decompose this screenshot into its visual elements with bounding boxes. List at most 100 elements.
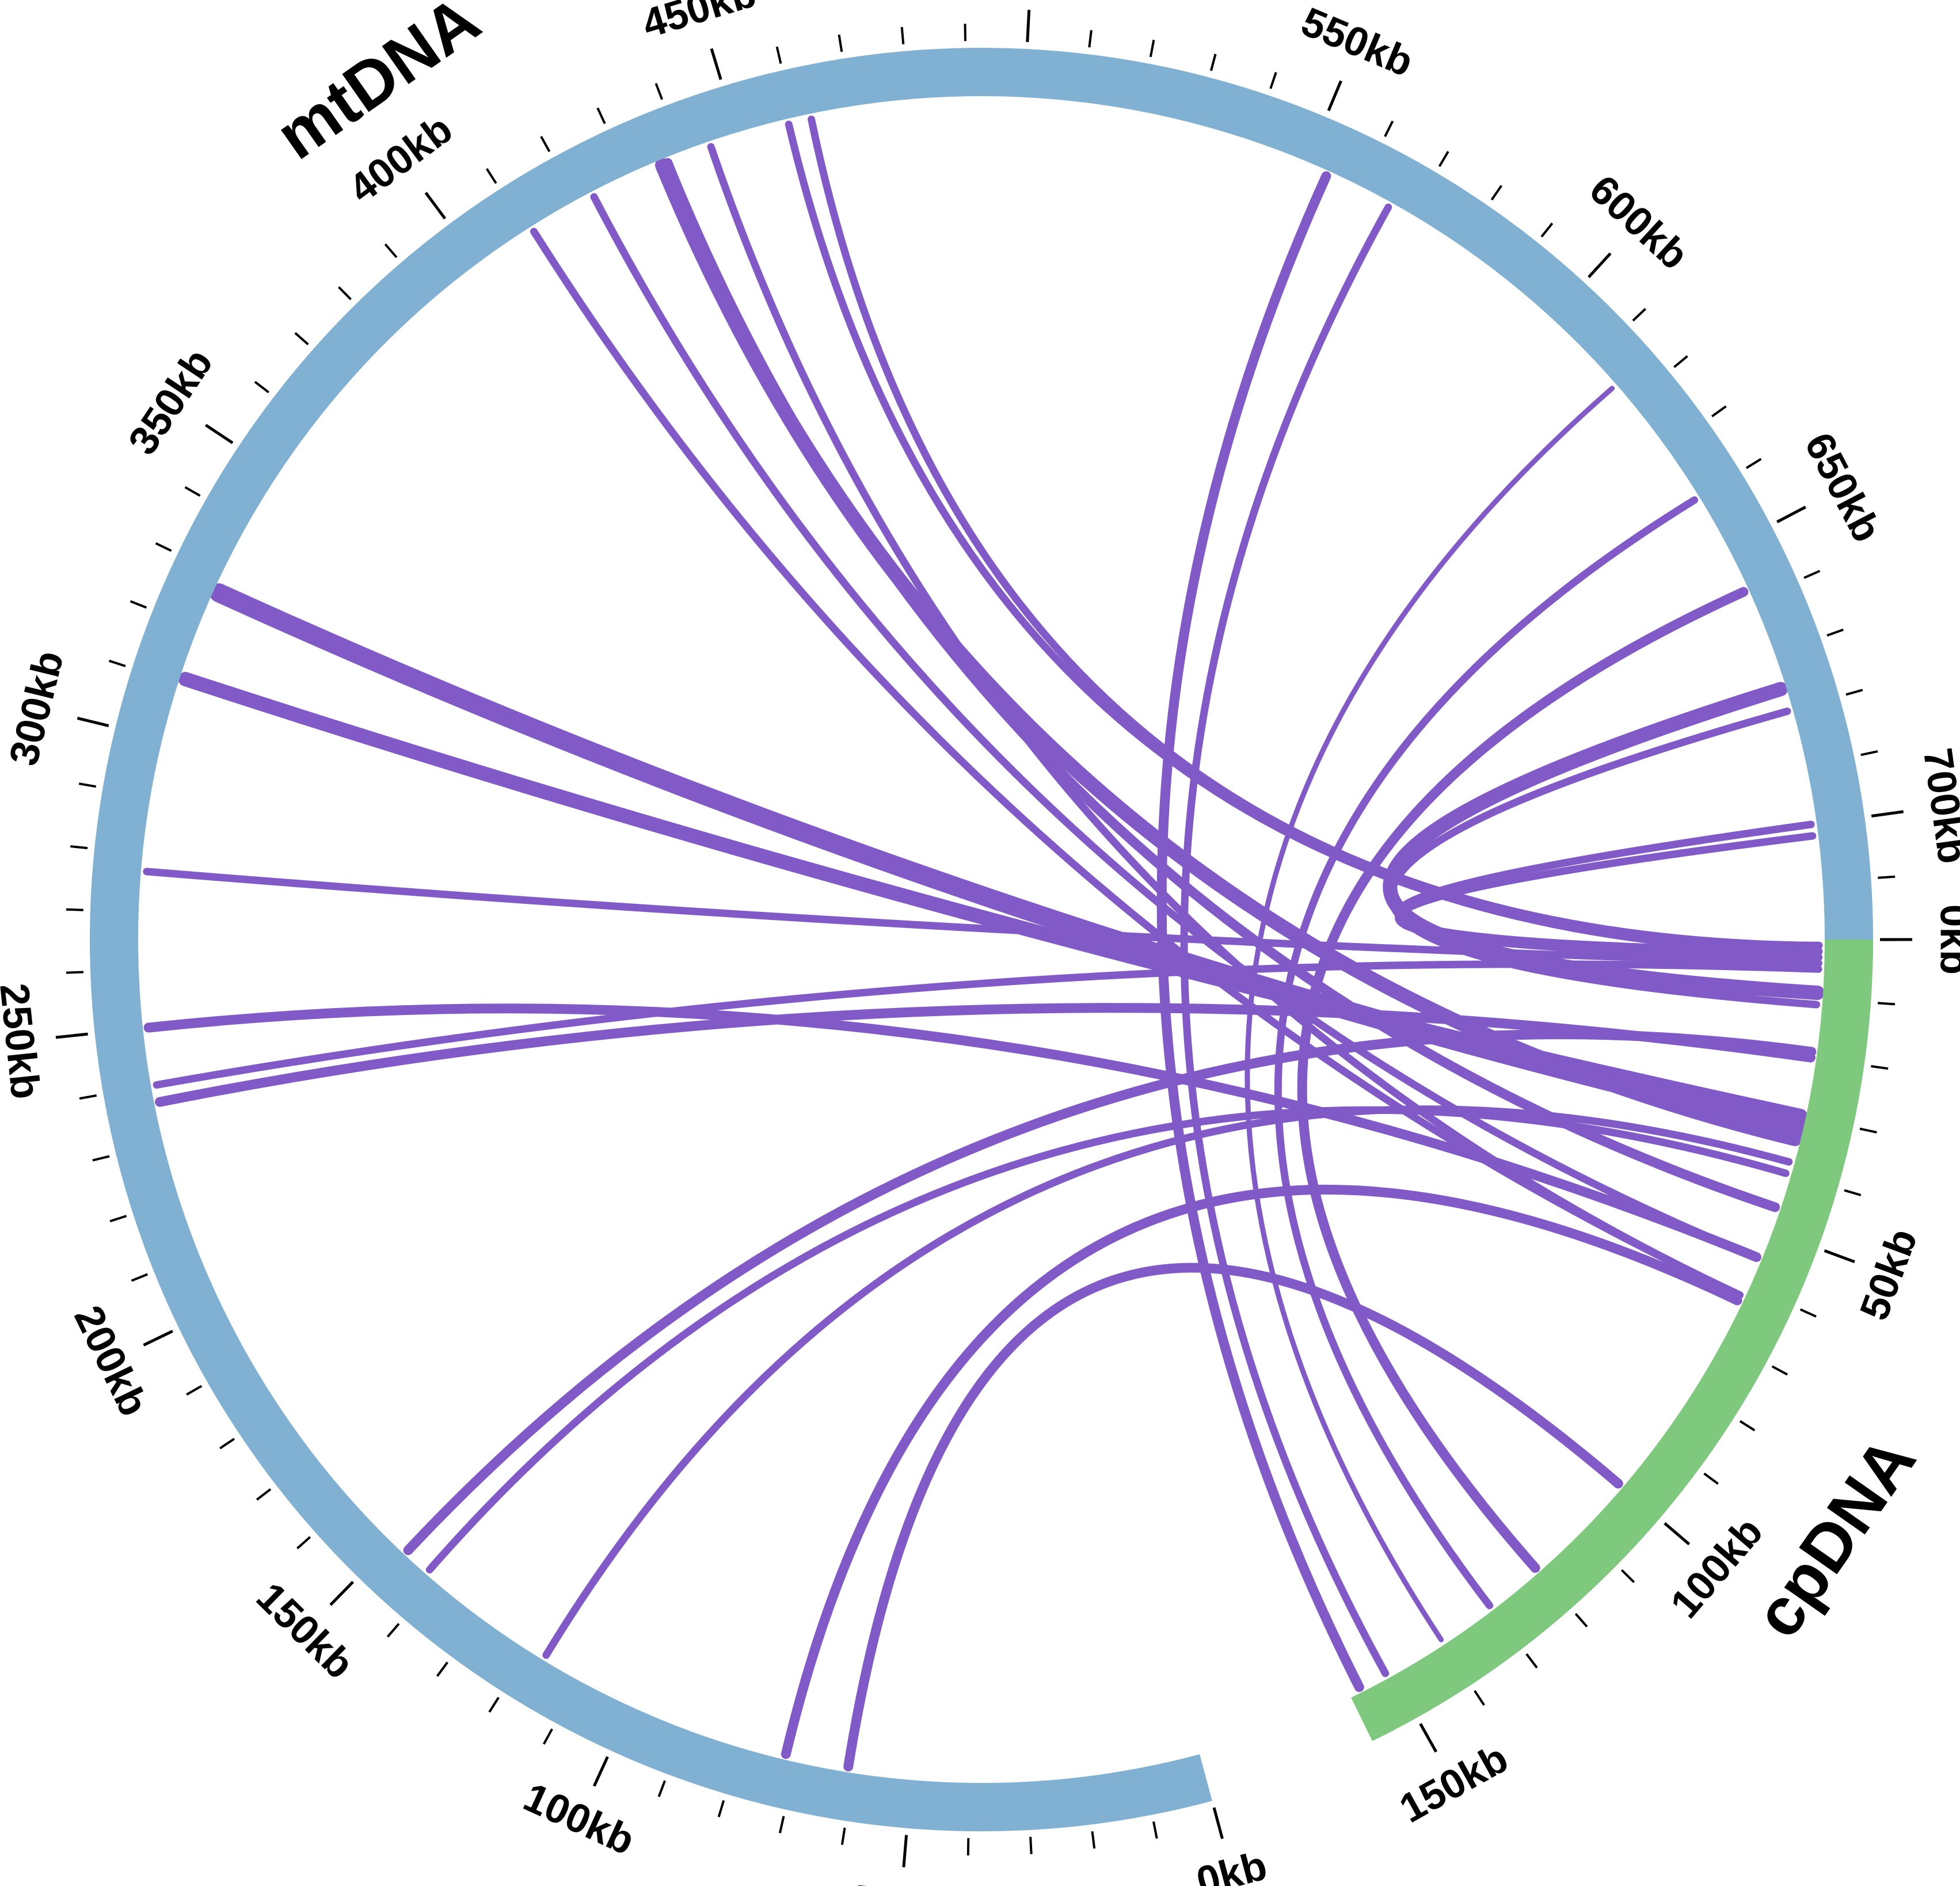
major-tick [424, 192, 447, 220]
tick-label: 250kb [0, 981, 48, 1101]
tick-label: 100kb [517, 1774, 641, 1864]
link-ribbon [590, 193, 1760, 1261]
link-ribbon [785, 120, 1823, 956]
minor-tick [70, 845, 88, 850]
minor-tick [1771, 1365, 1788, 1376]
link-ribbon [143, 868, 1822, 967]
link-ribbon [1388, 708, 1821, 1009]
tick-label: 700kb [1915, 746, 1960, 866]
link-ribbon [178, 672, 1807, 1123]
minor-tick [1739, 1420, 1756, 1432]
tick-label: 300kb [1, 647, 73, 770]
minor-tick [186, 1385, 203, 1396]
major-tick [205, 424, 234, 444]
minor-tick [775, 46, 782, 64]
minor-tick [1209, 54, 1217, 71]
link-ribbon [843, 1263, 1623, 1771]
link-ribbon [707, 143, 1744, 1299]
major-tick [1026, 9, 1031, 43]
tick-label: 50kb [1851, 1223, 1926, 1326]
minor-tick [838, 34, 843, 52]
minor-tick [1877, 1002, 1896, 1006]
minor-tick [1088, 30, 1093, 48]
minor-tick [131, 1273, 149, 1282]
major-tick [77, 716, 109, 728]
mtdna-ideogram-arc [90, 48, 1873, 1831]
minor-tick [384, 243, 398, 258]
link-ribbon [143, 1003, 1761, 1263]
link-ribbon [1274, 496, 1699, 1610]
minor-tick [1632, 307, 1646, 322]
minor-tick [540, 136, 551, 153]
major-tick [1327, 80, 1342, 112]
link-ribbon [808, 115, 1823, 949]
major-tick [902, 1835, 908, 1868]
major-tick [1664, 1522, 1691, 1546]
tick-label: 200kb [65, 1299, 157, 1423]
minor-tick [108, 659, 126, 667]
minor-tick [386, 1623, 400, 1638]
minor-tick [1620, 1569, 1635, 1583]
minor-tick [657, 1780, 666, 1797]
minor-tick [1844, 1189, 1862, 1196]
minor-tick [79, 1094, 97, 1100]
minor-tick [1845, 689, 1863, 696]
link-ribbon [155, 1003, 1816, 1107]
link-ribbon [1395, 832, 1823, 961]
major-tick [329, 1580, 354, 1606]
minor-tick [1149, 40, 1155, 58]
minor-tick [1871, 1065, 1889, 1070]
minor-tick [654, 83, 664, 100]
minor-tick [130, 600, 147, 609]
cpdna-ideogram-arc [1351, 939, 1873, 1741]
minor-tick [1525, 1653, 1538, 1669]
major-tick [1588, 252, 1612, 279]
minor-tick [256, 1488, 272, 1501]
minor-tick [66, 971, 84, 974]
minor-tick [840, 1827, 846, 1845]
minor-tick [109, 1215, 127, 1223]
minor-tick [1269, 71, 1277, 89]
link-ribbon [425, 1106, 1790, 1574]
tick-label: 650kb [1795, 425, 1890, 549]
major-tick [55, 1032, 88, 1039]
minor-tick [1474, 1690, 1485, 1706]
tick-label: 450kb [637, 0, 762, 47]
minor-tick [1091, 1831, 1096, 1849]
minor-tick [92, 1155, 110, 1162]
major-tick [1824, 1249, 1855, 1264]
minor-tick [337, 286, 352, 301]
link-ribbon [781, 1184, 1742, 1759]
minor-tick [488, 1697, 500, 1713]
minor-tick [1745, 458, 1762, 469]
major-tick [143, 1329, 173, 1347]
minor-tick [1859, 1127, 1877, 1134]
minor-tick [485, 168, 497, 184]
major-tick [1776, 505, 1806, 523]
minor-tick [1826, 628, 1844, 637]
major-tick [1212, 1807, 1224, 1839]
minor-tick [1711, 405, 1727, 417]
tick-label: 550kb [1295, 0, 1419, 86]
minor-tick [184, 486, 201, 497]
minor-tick [964, 24, 966, 41]
minor-tick [1384, 120, 1394, 138]
minor-tick [155, 542, 172, 552]
minor-tick [966, 1838, 970, 1855]
minor-tick [436, 1661, 448, 1677]
major-tick [592, 1756, 609, 1787]
tick-label: 0kb [1192, 1843, 1272, 1886]
tick-label: 150kb [1392, 1736, 1516, 1832]
links-layer [143, 115, 1825, 1771]
link-ribbon [1244, 386, 1615, 1642]
minor-tick [219, 1438, 235, 1450]
tick-label: 350kb [120, 341, 222, 462]
minor-tick [1878, 875, 1896, 879]
minor-tick [717, 1800, 725, 1817]
link-ribbon [403, 1029, 1817, 1556]
minor-tick [78, 782, 97, 788]
major-tick [1871, 810, 1904, 817]
minor-tick [1860, 750, 1878, 756]
minor-tick [1540, 222, 1554, 238]
